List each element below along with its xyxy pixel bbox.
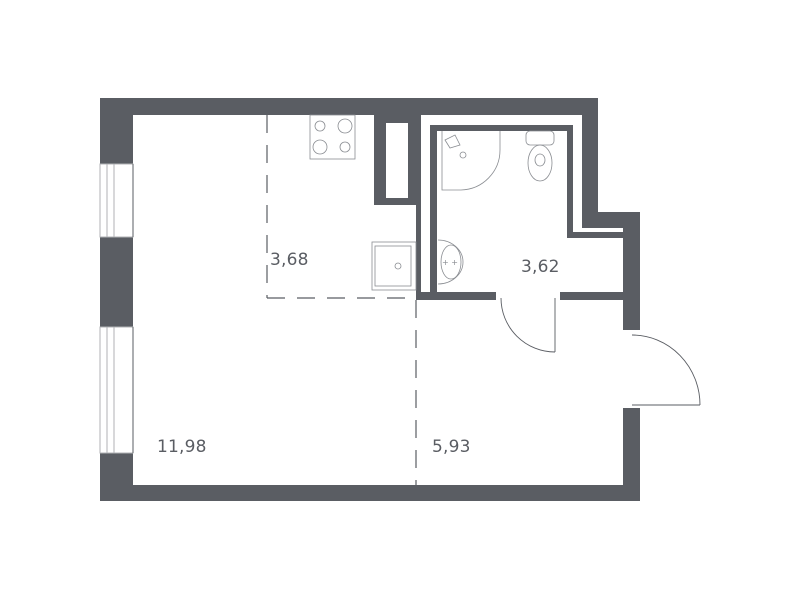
toilet-icon [525, 130, 555, 182]
svg-text:+ +: + + [442, 258, 458, 267]
bathroom-walls [416, 125, 625, 300]
window-upper [99, 163, 134, 238]
outer-walls [100, 98, 640, 501]
kitchen-sink-icon [371, 241, 417, 291]
hallway-area: 5,93 [432, 437, 471, 457]
shower-cabin-icon [441, 131, 501, 191]
zone-dividers [266, 115, 417, 485]
bathroom-door-icon [500, 297, 556, 353]
entrance-door-icon [631, 334, 701, 406]
cooktop-icon [309, 114, 356, 160]
window-lower [99, 326, 134, 454]
kitchen-area: 3,68 [270, 250, 309, 270]
washbasin-icon: + + [437, 239, 464, 285]
ventilation-shaft [374, 115, 421, 300]
bathroom-area: 3,62 [521, 257, 560, 277]
living-room-area: 11,98 [157, 437, 207, 457]
